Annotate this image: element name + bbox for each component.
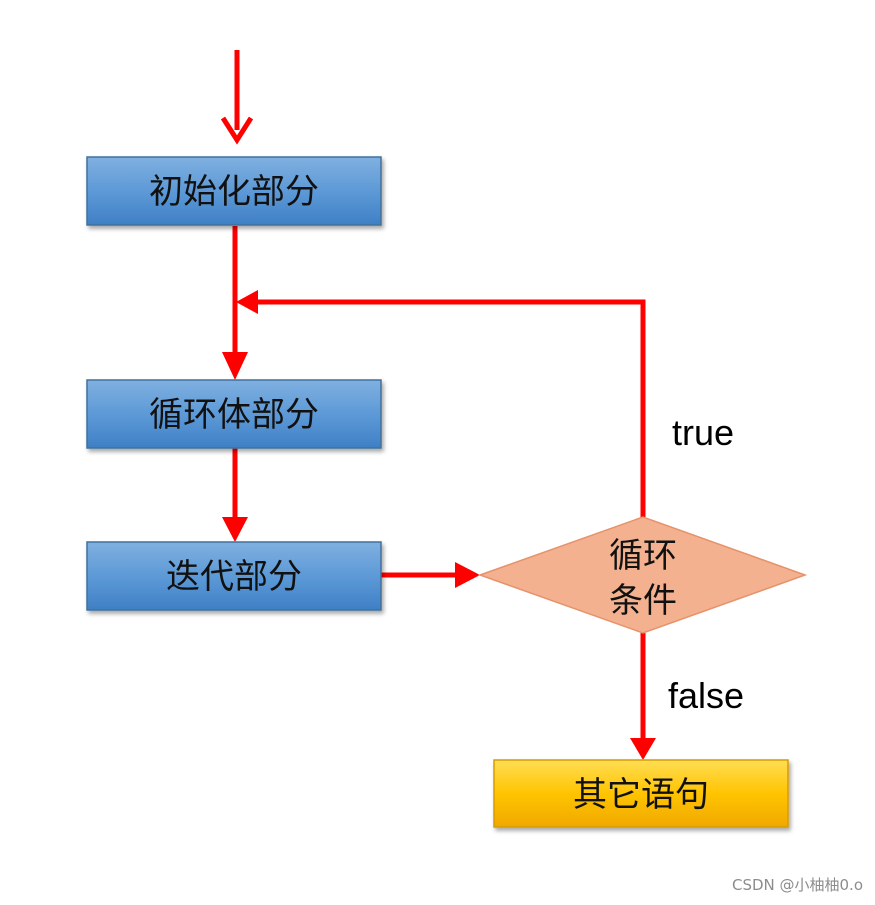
iteration-label: 迭代部分 [166, 557, 302, 597]
iteration-node: 迭代部分 [86, 541, 382, 611]
init-label: 初始化部分 [149, 172, 319, 212]
condition-node: 循环 条件 [477, 516, 808, 634]
loop-body-label: 循环体部分 [149, 395, 319, 435]
condition-to-other-arrowhead [630, 738, 656, 760]
init-node: 初始化部分 [86, 156, 382, 226]
true-edge-label: true [672, 412, 734, 453]
condition-label-line1: 循环 [609, 536, 677, 576]
entry-arrowhead [220, 116, 254, 145]
connectors [220, 50, 656, 760]
iteration-to-condition-arrowhead [455, 562, 480, 588]
init-to-body-arrowhead [222, 352, 248, 380]
true-loop-back-line [252, 299, 646, 517]
condition-label-line2: 条件 [609, 581, 677, 621]
other-node: 其它语句 [493, 759, 789, 828]
true-loop-back-arrowhead [236, 290, 258, 314]
false-edge-label: false [668, 675, 744, 716]
loop-body-node: 循环体部分 [86, 379, 382, 449]
watermark: CSDN @小柚柚0.o [731, 876, 863, 894]
other-label: 其它语句 [573, 775, 709, 815]
body-to-iteration-arrowhead [222, 517, 248, 542]
